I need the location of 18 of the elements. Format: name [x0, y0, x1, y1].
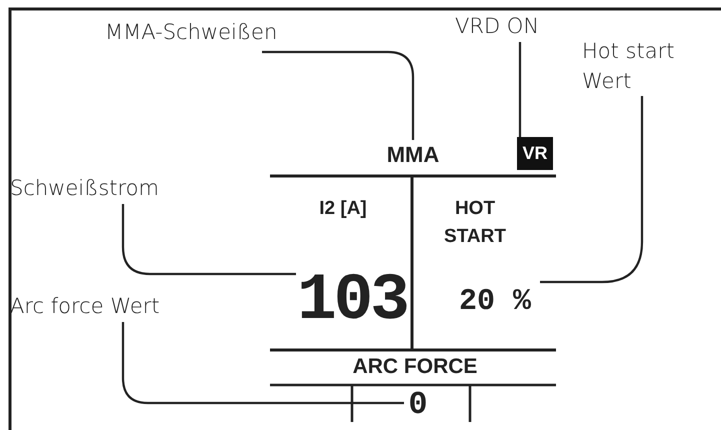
- leader-line: [518, 42, 522, 137]
- leader-line: [540, 96, 644, 284]
- display-label: ARC FORCE: [352, 354, 478, 380]
- status-badge: VR: [517, 137, 553, 170]
- leader-line: [262, 50, 414, 140]
- display-label: I2 [A]: [318, 197, 368, 221]
- callout-label: Schweißstrom: [10, 174, 205, 204]
- leader-line: [122, 204, 296, 276]
- display-value: 20 %: [450, 282, 540, 322]
- callout-label: VRD ON: [455, 12, 573, 42]
- callout-label: Hot start Wert: [582, 36, 694, 96]
- callout-label: MMA-Schweißen: [105, 18, 335, 52]
- display-value: 103: [296, 264, 408, 338]
- display-value: 0: [404, 388, 432, 422]
- callout-label: Arc force Wert: [10, 292, 210, 322]
- display-label: HOT START: [443, 197, 507, 249]
- display-text: MMA: [376, 140, 450, 170]
- leader-line: [122, 322, 404, 404]
